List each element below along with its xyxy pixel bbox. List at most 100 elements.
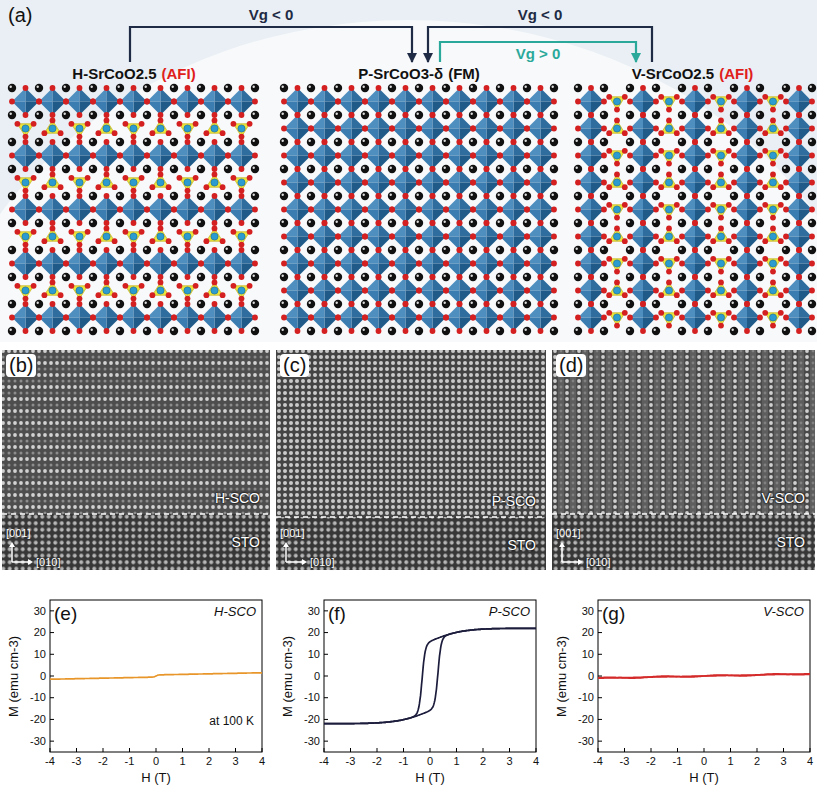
o-atom (443, 126, 449, 132)
o-atom (77, 166, 83, 172)
sr-atom (280, 273, 288, 281)
sr-atom (197, 300, 205, 308)
sr-atom (415, 192, 423, 200)
o-atom (90, 99, 96, 105)
sr-atom (550, 111, 558, 119)
sr-atom (334, 138, 342, 146)
o-atom (31, 229, 37, 235)
o-atom (484, 247, 490, 253)
sr-atom (224, 138, 232, 146)
sr-highlight (118, 86, 120, 88)
o-atom (511, 139, 517, 145)
o-atom (225, 99, 231, 105)
sr-atom (388, 246, 396, 254)
o-atom (389, 153, 395, 159)
sr-atom (35, 138, 43, 146)
sr-atom (496, 246, 504, 254)
sr-atom (334, 219, 342, 227)
sr-highlight (63, 167, 65, 169)
o-atom (247, 283, 253, 289)
o-atom (362, 261, 368, 267)
o-atom (376, 274, 382, 280)
sr-atom (442, 165, 450, 173)
o-atom (50, 118, 56, 124)
o-atom (131, 328, 137, 334)
o-atom (158, 172, 164, 178)
o-atom (470, 315, 476, 321)
o-atom (551, 99, 557, 105)
o-atom (322, 112, 328, 118)
o-atom (692, 85, 698, 91)
sr-highlight (145, 140, 147, 142)
o-atom (204, 130, 210, 136)
sr-atom (415, 165, 423, 173)
o-atom (416, 288, 422, 294)
o-atom (150, 292, 156, 298)
sr-highlight (253, 113, 255, 115)
o-atom (403, 247, 409, 253)
o-atom (470, 288, 476, 294)
o-atom (718, 107, 724, 113)
o-atom (443, 153, 449, 159)
o-atom (50, 247, 56, 253)
co-atom (157, 179, 164, 186)
sr-highlight (253, 167, 255, 169)
o-atom (416, 234, 422, 240)
co-atom (717, 125, 724, 132)
sr-highlight (37, 329, 39, 331)
o-atom (524, 180, 530, 186)
co-atom (613, 233, 620, 240)
o-atom (42, 238, 48, 244)
o-atom (185, 134, 191, 140)
sr-atom (469, 84, 477, 92)
o-atom (131, 301, 137, 307)
sr-highlight (10, 329, 12, 331)
o-atom (212, 328, 218, 334)
co-atom (211, 179, 218, 186)
o-atom (362, 99, 368, 105)
o-atom (362, 288, 368, 294)
o-atom (185, 247, 191, 253)
co-atom (130, 287, 137, 294)
sr-atom (388, 84, 396, 92)
o-atom (104, 226, 110, 232)
o-atom (551, 153, 557, 159)
sr-highlight (390, 167, 392, 169)
o-atom (497, 180, 503, 186)
sr-atom (35, 246, 43, 254)
o-atom (90, 315, 96, 321)
sr-highlight (336, 275, 338, 277)
sr-highlight (525, 329, 527, 331)
co-atom (49, 287, 56, 294)
o-atom (77, 85, 83, 91)
o-atom (36, 153, 42, 159)
co-atom (22, 179, 29, 186)
o-atom (139, 283, 145, 289)
o-atom (376, 274, 382, 280)
o-atom (171, 99, 177, 105)
sr-atom (307, 111, 315, 119)
sr-atom (415, 84, 423, 92)
o-atom (144, 315, 150, 321)
sr-highlight (91, 302, 93, 304)
sr-atom (523, 111, 531, 119)
sr-highlight (444, 167, 446, 169)
sr-highlight (118, 329, 120, 331)
sr-atom (334, 327, 342, 335)
o-atom (63, 261, 69, 267)
o-atom (511, 274, 517, 280)
o-atom (349, 247, 355, 253)
sr-highlight (471, 140, 473, 142)
o-atom (281, 153, 287, 159)
sr-highlight (282, 194, 284, 196)
sr-atom (62, 327, 70, 335)
sr-atom (442, 192, 450, 200)
co-atom (211, 287, 218, 294)
o-atom (457, 301, 463, 307)
o-atom (308, 180, 314, 186)
o-atom (212, 193, 218, 199)
o-atom (484, 85, 490, 91)
o-atom (23, 328, 29, 334)
o-atom (193, 283, 199, 289)
o-atom (457, 247, 463, 253)
